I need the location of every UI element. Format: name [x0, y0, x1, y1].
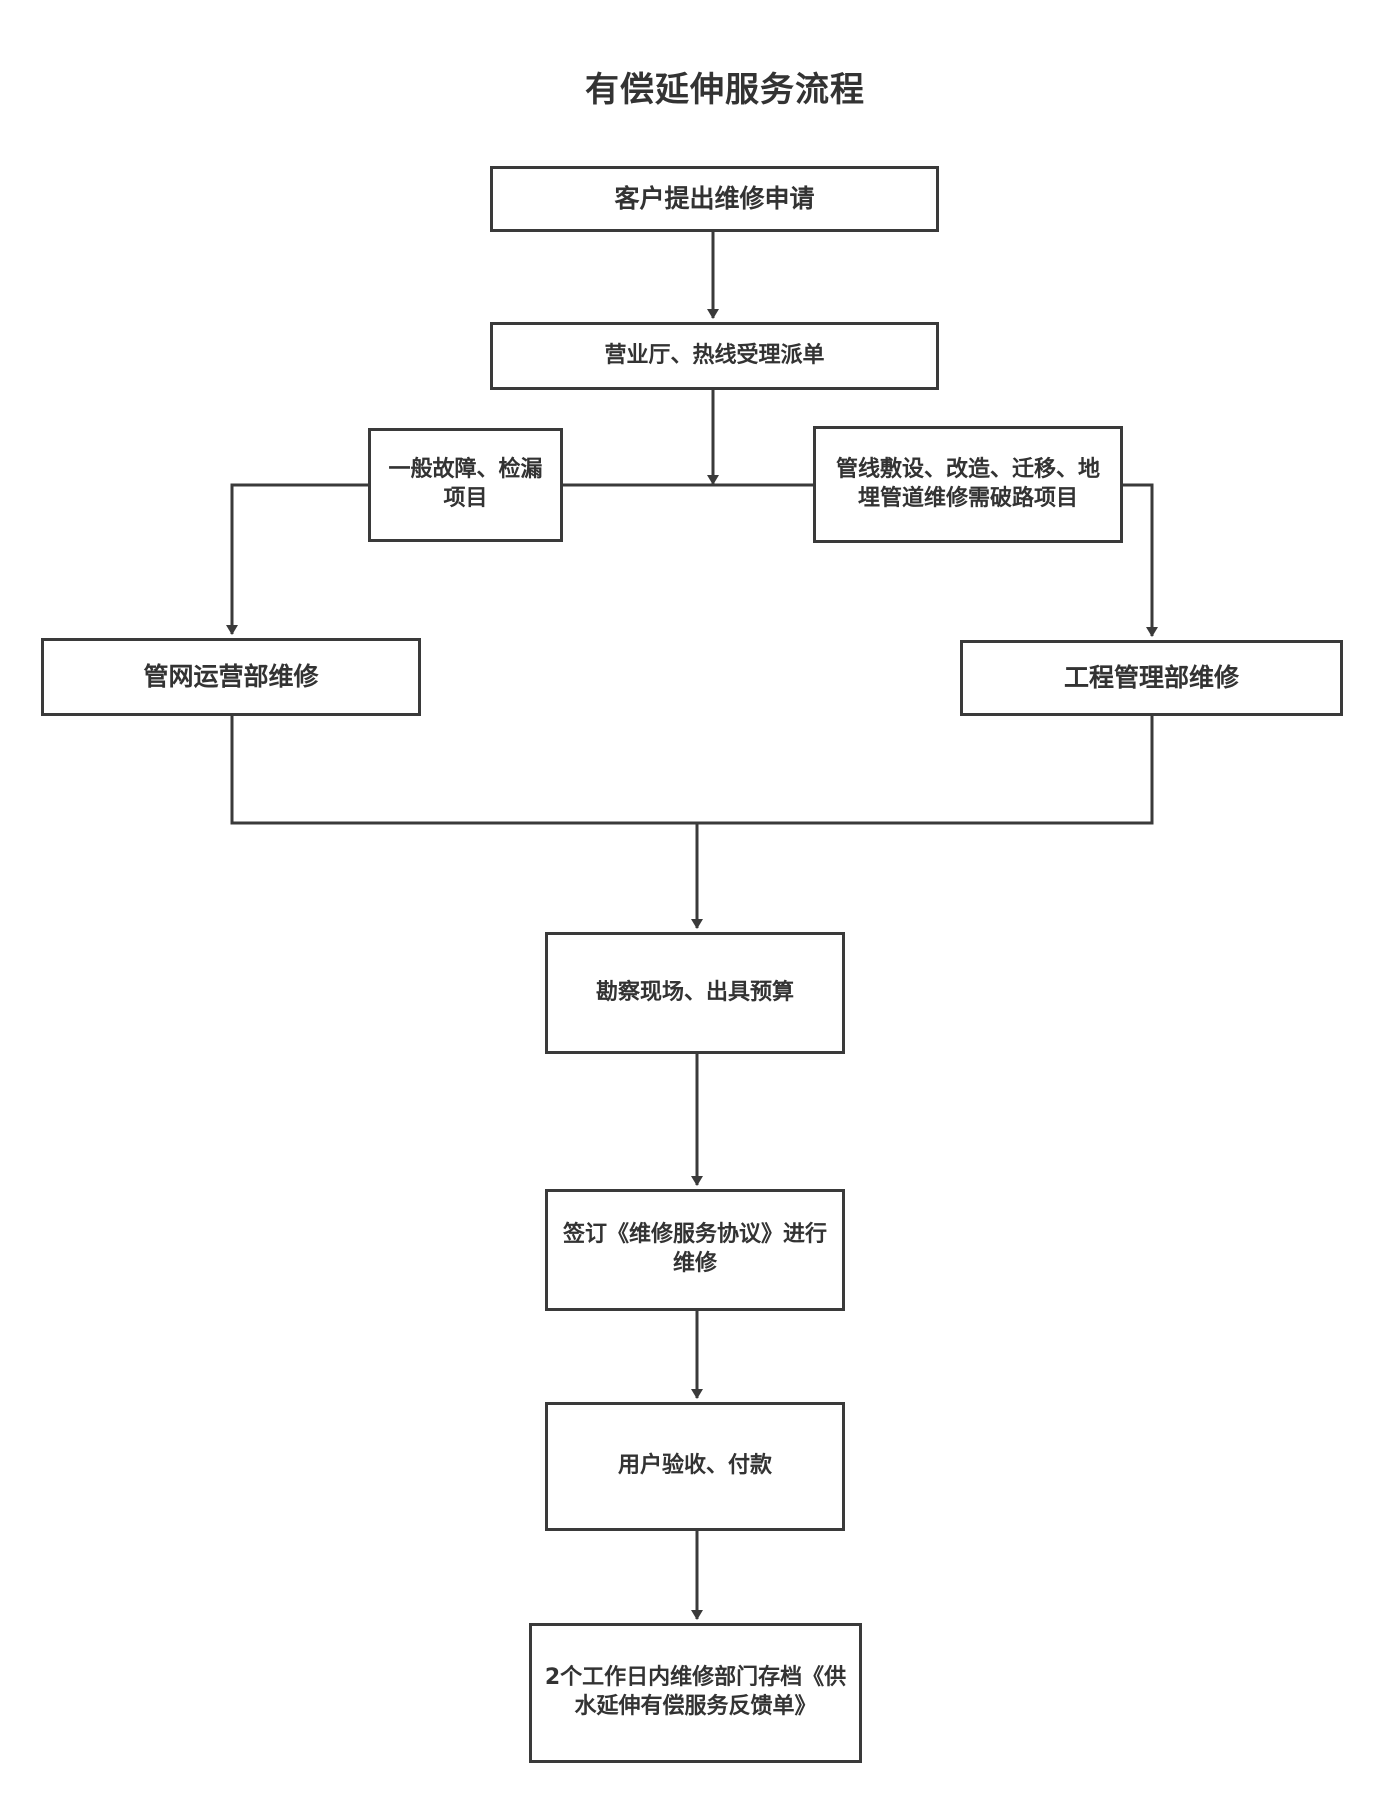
node-dispatch: 营业厅、热线受理派单 [490, 322, 939, 390]
node-survey: 勘察现场、出具预算 [545, 932, 845, 1054]
node-engineering-repair: 工程管理部维修 [960, 640, 1343, 716]
node-network-repair: 管网运营部维修 [41, 638, 421, 716]
diagram-title: 有偿延伸服务流程 [585, 70, 865, 110]
node-archive: 2个工作日内维修部门存档《供水延伸有偿服务反馈单》 [529, 1623, 862, 1763]
node-pipeline-project: 管线敷设、改造、迁移、地埋管道维修需破路项目 [813, 426, 1123, 543]
node-apply: 客户提出维修申请 [490, 166, 939, 232]
node-sign: 签订《维修服务协议》进行维修 [545, 1189, 845, 1311]
edge-pipeline-engineering [1123, 483, 1158, 637]
node-general-fault: 一般故障、检漏项目 [368, 428, 563, 542]
edge-network-merge [230, 716, 697, 825]
edge-general-fault-network [226, 483, 368, 635]
node-accept: 用户验收、付款 [545, 1402, 845, 1531]
edge-engineering-merge [697, 714, 1154, 825]
